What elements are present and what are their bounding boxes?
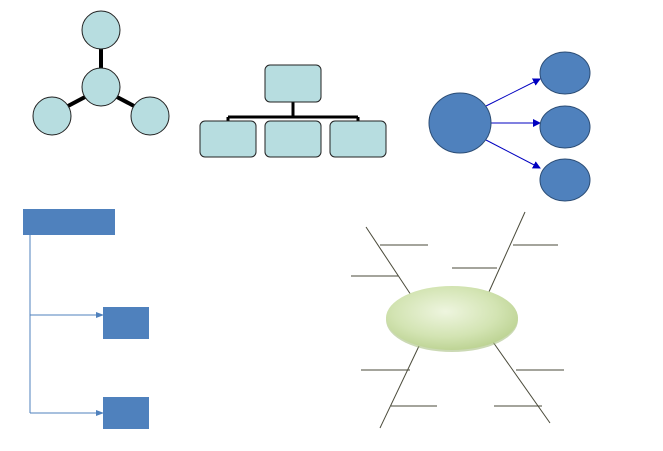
tree-list-diagram <box>23 209 149 429</box>
org-chart <box>199 64 387 158</box>
hub-diagram <box>32 10 170 136</box>
hub-node-top <box>81 10 121 50</box>
tree-root-box <box>23 209 115 235</box>
org-node-left <box>199 120 257 158</box>
blue-arrows <box>485 78 541 169</box>
source-node <box>428 92 492 154</box>
org-node-top <box>264 64 322 103</box>
hub-node-left <box>32 96 72 136</box>
target-node-1 <box>539 51 591 95</box>
fishbone-diagram <box>351 211 564 429</box>
tree-child-box-1 <box>103 307 149 339</box>
hub-node-right <box>130 96 170 136</box>
fishbone-lines <box>351 211 564 429</box>
org-node-middle <box>264 120 322 158</box>
hub-node-center <box>81 67 121 107</box>
org-connectors <box>226 102 360 121</box>
target-node-2 <box>539 105 591 149</box>
tree-child-box-2 <box>103 397 149 429</box>
center-ellipse <box>386 286 518 350</box>
hub-connectors <box>67 49 135 108</box>
target-node-3 <box>539 158 591 202</box>
radial-arrows-diagram <box>428 51 591 202</box>
org-node-right <box>329 120 387 158</box>
